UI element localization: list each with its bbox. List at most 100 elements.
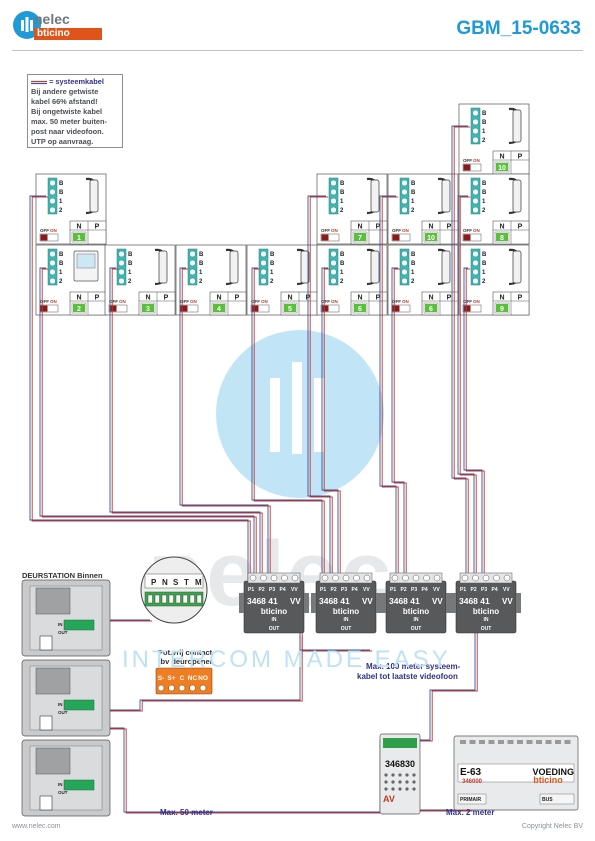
cable-pair bbox=[29, 195, 251, 581]
handset-base bbox=[512, 250, 522, 284]
terminal-label: 2 bbox=[199, 279, 203, 285]
switch-slider bbox=[321, 305, 329, 312]
terminal-strip bbox=[399, 248, 410, 286]
switch-slider bbox=[321, 234, 329, 241]
on-label: ON bbox=[50, 299, 57, 304]
unit-number: 7 bbox=[358, 235, 362, 242]
distributor-port: P2 bbox=[259, 587, 265, 593]
unit-number-bg bbox=[73, 304, 85, 312]
terminal-screw bbox=[493, 574, 500, 582]
cable-wire-red bbox=[309, 196, 333, 581]
terminal-label: B bbox=[59, 261, 64, 267]
magnifier-pin bbox=[161, 594, 167, 604]
unit-number: 1 bbox=[77, 235, 81, 242]
terminal-label: B bbox=[59, 252, 64, 258]
distributor-port: P1 bbox=[248, 587, 254, 593]
footer-right: Copyright Nelec BV bbox=[521, 823, 583, 830]
terminal-label: B bbox=[482, 181, 487, 187]
max100-label-1: Max. 100 meter systeem- bbox=[366, 662, 461, 671]
np-label-p: P bbox=[518, 154, 523, 161]
cable-pair bbox=[39, 267, 257, 581]
av-module-led bbox=[412, 787, 416, 791]
np-label-p: P bbox=[447, 295, 452, 302]
psu-name: VOEDING bbox=[532, 767, 574, 777]
switch-slider bbox=[463, 164, 471, 171]
av-module-led bbox=[391, 773, 395, 777]
distributor-clip bbox=[311, 593, 316, 613]
psu-vent bbox=[555, 740, 561, 744]
distributor-in: IN bbox=[414, 617, 419, 623]
unit-number: 10 bbox=[427, 235, 435, 242]
max50-label: Max. 50 meter bbox=[160, 808, 213, 817]
distributor-port: P4 bbox=[352, 587, 358, 593]
distributor-model: 3468 41 bbox=[389, 596, 420, 606]
psu-vent bbox=[507, 740, 514, 744]
off-label: OFF bbox=[392, 228, 401, 233]
np-label-p: P bbox=[518, 295, 523, 302]
terminal-screw bbox=[249, 574, 257, 582]
terminal-screw bbox=[281, 574, 288, 582]
np-label-n: N bbox=[357, 224, 362, 231]
door-out-label: OUT bbox=[58, 790, 68, 795]
cable-wire-red bbox=[181, 268, 271, 581]
terminal-label: 2 bbox=[411, 208, 415, 214]
door-connector bbox=[39, 635, 53, 651]
terminal-label: B bbox=[128, 261, 133, 267]
switch-slider bbox=[463, 305, 471, 312]
np-label-n: N bbox=[428, 295, 433, 302]
relay-terminal-label: S- bbox=[158, 675, 165, 682]
handset-base bbox=[441, 250, 451, 284]
cable-pair bbox=[104, 635, 303, 712]
terminal-screw bbox=[472, 188, 479, 196]
terminal-screw bbox=[401, 206, 408, 214]
terminal-screw bbox=[391, 574, 399, 582]
cable-wire-blue bbox=[321, 267, 339, 580]
terminal-screw bbox=[49, 250, 56, 258]
door-out-label: OUT bbox=[58, 630, 68, 635]
distributor-vv: VV bbox=[433, 587, 440, 593]
terminal-screw bbox=[472, 127, 479, 135]
terminal-screw bbox=[330, 188, 337, 196]
psu-vent bbox=[526, 740, 533, 744]
footer-left: www.nelec.com bbox=[12, 823, 61, 830]
distributor-brand: bticino bbox=[473, 607, 499, 616]
cable-pair bbox=[414, 628, 478, 742]
terminal-label: B bbox=[411, 190, 416, 196]
terminal-screw bbox=[353, 574, 360, 582]
note-line-5: post naar videofoon. bbox=[31, 127, 104, 136]
terminal-strip bbox=[47, 177, 58, 215]
av-module-led bbox=[398, 787, 402, 791]
switch-slider bbox=[109, 305, 117, 312]
cable-wire-red bbox=[106, 728, 401, 814]
terminal-screw bbox=[401, 197, 408, 205]
terminal-screw bbox=[189, 268, 196, 276]
unit-number-bg bbox=[496, 304, 508, 312]
door-in-label: IN bbox=[58, 622, 63, 627]
terminal-label: 2 bbox=[482, 279, 486, 285]
note-line-4: max. 50 meter buiten- bbox=[31, 117, 107, 126]
distributor-model: 3468 41 bbox=[459, 596, 490, 606]
terminal-strip bbox=[47, 248, 58, 286]
distributor-vv: VV bbox=[363, 587, 370, 593]
unit-number-bg bbox=[496, 233, 508, 241]
terminal-screw bbox=[342, 574, 350, 582]
magnifier-label: P bbox=[151, 578, 157, 587]
terminal-screw bbox=[49, 206, 56, 214]
terminal-label: B bbox=[340, 261, 345, 267]
switch-slider bbox=[40, 234, 48, 241]
np-label-n: N bbox=[76, 224, 81, 231]
np-label-n: N bbox=[287, 295, 292, 302]
psu-vent bbox=[488, 740, 495, 744]
distributor-out: OUT bbox=[411, 626, 422, 632]
cable-pair bbox=[109, 267, 263, 581]
note-line-3: Bij ongetwiste kabel bbox=[31, 107, 103, 116]
